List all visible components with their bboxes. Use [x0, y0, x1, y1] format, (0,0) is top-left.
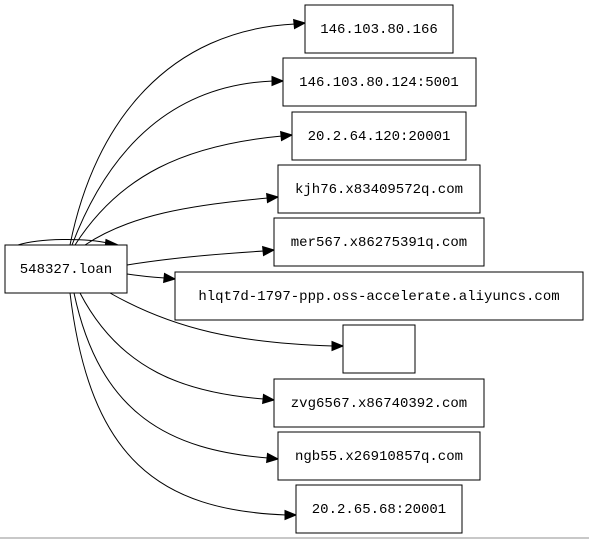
target-node-label: zvg6567.x86740392.com — [291, 396, 467, 412]
edge-arrowhead — [266, 192, 280, 204]
target-node-box — [295, 484, 463, 534]
target-node-box — [291, 111, 467, 161]
target-node[interactable]: ngb55.x26910857q.com — [277, 431, 481, 481]
edge-line — [71, 80, 274, 246]
target-node-box — [277, 164, 481, 214]
edge-arrowhead — [163, 272, 177, 284]
edge-line — [126, 273, 166, 279]
target-node[interactable]: kjh76.x83409572q.com — [277, 164, 481, 214]
edge-arrowhead — [262, 393, 276, 405]
target-node-box — [282, 57, 477, 107]
target-node-label: 20.2.64.120:20001 — [308, 129, 451, 145]
target-node-label: mer567.x86275391q.com — [291, 235, 467, 251]
target-node[interactable]: hlqt7d-1797-ppp.oss-accelerate.aliyuncs.… — [174, 271, 584, 321]
target-node[interactable]: 146.103.80.166 — [304, 4, 454, 54]
edge-arrowhead — [280, 130, 294, 142]
edge-line — [84, 197, 269, 246]
target-node-label: 146.103.80.124:5001 — [299, 75, 459, 91]
edge-arrowhead — [284, 509, 298, 521]
target-node-label: hlqt7d-1797-ppp.oss-accelerate.aliyuncs.… — [198, 289, 559, 305]
edge-arrowhead — [271, 75, 285, 87]
edge-arrowhead — [293, 18, 307, 30]
target-node[interactable]: mer567.x86275391q.com — [273, 217, 485, 267]
source-node[interactable]: 548327.loan — [4, 244, 128, 294]
edge-line — [126, 250, 265, 266]
edge-line — [109, 292, 334, 347]
target-node-box — [342, 324, 416, 374]
target-node-label: kjh76.x83409572q.com — [295, 182, 463, 198]
edge-line — [69, 292, 287, 516]
edge-arrowhead — [266, 452, 280, 464]
edge-line — [73, 292, 269, 459]
edge-line — [69, 23, 296, 246]
target-node[interactable]: zvg6567.x86740392.com — [273, 378, 485, 428]
target-node-box — [304, 4, 454, 54]
target-node-box — [273, 378, 485, 428]
target-node-label: 146.103.80.166 — [320, 22, 438, 38]
target-node-box — [277, 431, 481, 481]
target-node-box — [174, 271, 584, 321]
edge-arrowhead — [262, 245, 276, 257]
bottom-border — [0, 537, 589, 539]
target-node-empty[interactable] — [342, 324, 416, 374]
self-loop-edge — [17, 239, 109, 246]
target-node[interactable]: 20.2.65.68:20001 — [295, 484, 463, 534]
source-node-box — [4, 244, 128, 294]
nodes-layer: 548327.loan 146.103.80.166 146.103.80.12… — [4, 4, 584, 534]
edge-line — [74, 135, 283, 246]
edge-arrowhead — [331, 340, 345, 352]
target-node[interactable]: 146.103.80.124:5001 — [282, 57, 477, 107]
source-node-label: 548327.loan — [20, 262, 112, 278]
target-node-label: ngb55.x26910857q.com — [295, 449, 463, 465]
target-node-label: 20.2.65.68:20001 — [312, 502, 446, 518]
edge-line — [79, 292, 265, 400]
target-node[interactable]: 20.2.64.120:20001 — [291, 111, 467, 161]
edges-layer — [17, 18, 345, 521]
target-node-box — [273, 217, 485, 267]
